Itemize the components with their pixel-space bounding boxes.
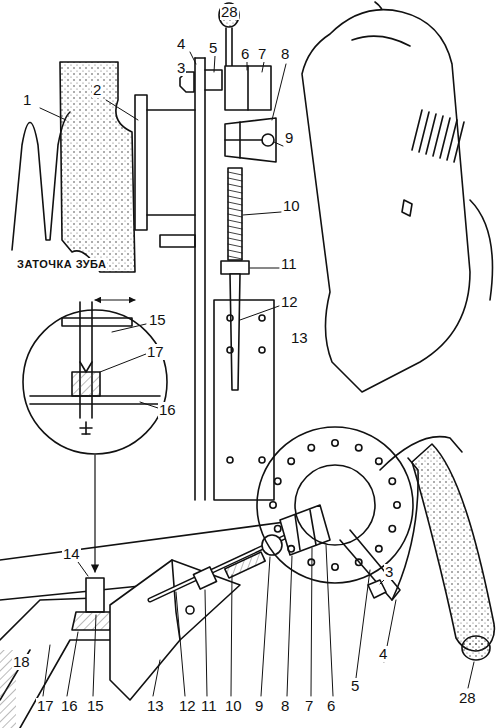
- callout-number: 7: [304, 698, 314, 714]
- leader-lines: [40, 52, 286, 320]
- callout-number: 3: [176, 60, 186, 76]
- callout-number: 15: [86, 698, 105, 714]
- callout-number: 12: [178, 698, 197, 714]
- callout-number: 17: [36, 698, 55, 714]
- callout-number: 15: [148, 312, 167, 328]
- callout-number: 28: [458, 690, 477, 706]
- callout-number: 18: [12, 654, 31, 670]
- callout-number: 8: [280, 698, 290, 714]
- feed-screw: [214, 168, 274, 500]
- leader-lines: [24, 545, 474, 696]
- callout-number: 5: [350, 678, 360, 694]
- callout-number: 16: [60, 698, 79, 714]
- inset-detail: [23, 300, 167, 572]
- hand-grinder: [302, 2, 493, 392]
- callout-number: 8: [280, 46, 290, 62]
- callout-number: 9: [254, 698, 264, 714]
- callout-number: 11: [200, 698, 218, 714]
- callout-number: 28: [220, 4, 239, 20]
- callout-number: 10: [224, 698, 243, 714]
- callout-number: 6: [326, 698, 336, 714]
- callout-number: 16: [158, 402, 177, 418]
- callout-number: 13: [290, 330, 309, 346]
- callout-number: 2: [92, 82, 102, 98]
- callout-number: 4: [378, 646, 388, 662]
- callout-number: 17: [146, 344, 165, 360]
- callout-number: 12: [280, 294, 299, 310]
- callout-number: 9: [284, 130, 294, 146]
- wheel-assembly: [225, 66, 276, 162]
- caption-text: ЗАТОЧКА ЗУБА: [16, 258, 107, 271]
- callout-number: 10: [282, 198, 301, 214]
- callout-number: 13: [146, 698, 165, 714]
- callout-number: 14: [62, 546, 81, 562]
- callout-number: 5: [208, 40, 218, 56]
- callout-number: 3: [384, 564, 394, 580]
- callout-number: 4: [176, 36, 186, 52]
- jig-perspective: [0, 427, 494, 728]
- saw-blade: [60, 62, 195, 272]
- callout-number: 6: [240, 46, 250, 62]
- callout-number: 11: [280, 256, 298, 272]
- callout-number: 1: [22, 92, 32, 108]
- callout-number: 7: [257, 46, 267, 62]
